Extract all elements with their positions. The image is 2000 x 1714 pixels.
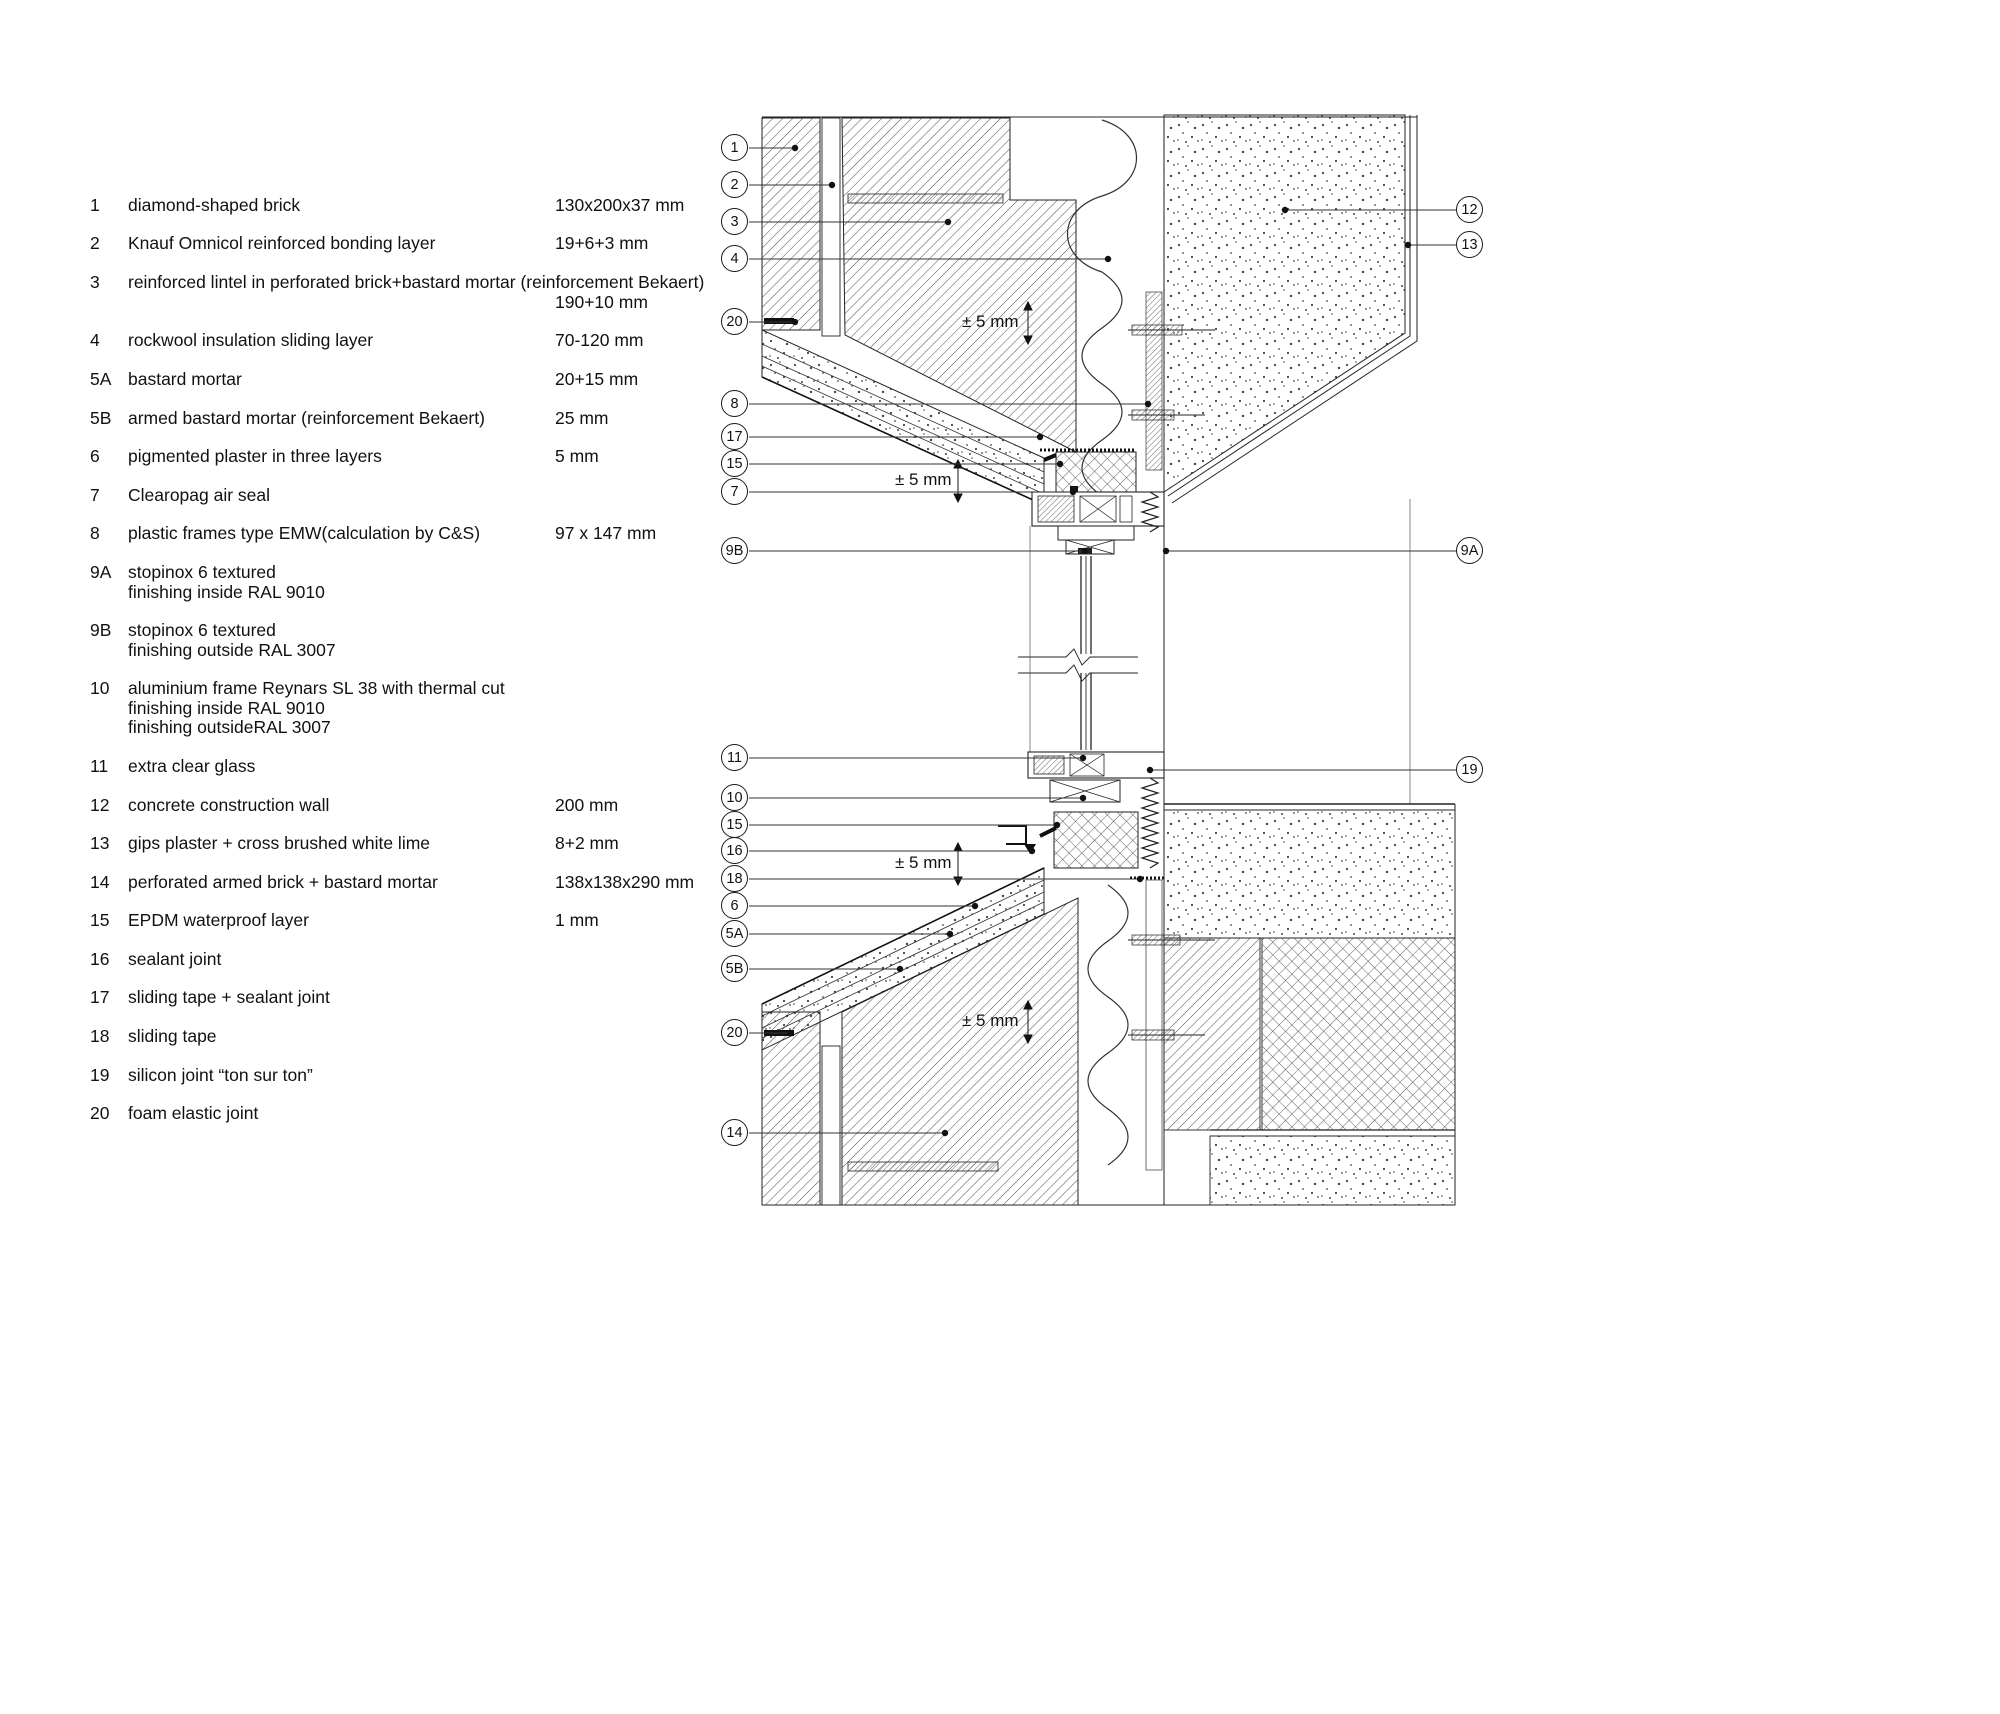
legend-description: EPDM waterproof layer xyxy=(128,910,309,930)
legend-description: reinforced lintel in perforated brick+ba… xyxy=(128,272,705,292)
legend-number: 6 xyxy=(90,446,100,466)
legend-description: perforated armed brick + bastard mortar xyxy=(128,872,438,892)
legend-description: foam elastic joint xyxy=(128,1103,259,1123)
callout-15-bottom: 15 xyxy=(721,811,748,838)
legend-dimension: 19+6+3 mm xyxy=(555,233,649,253)
legend-description: sliding tape xyxy=(128,1026,217,1046)
callout-6: 6 xyxy=(721,892,748,919)
legend-number: 2 xyxy=(90,233,100,253)
callout-17: 17 xyxy=(721,423,748,450)
legend-number: 10 xyxy=(90,678,110,698)
legend-description: concrete construction wall xyxy=(128,795,330,815)
callout-5B: 5B xyxy=(721,955,748,982)
callout-14: 14 xyxy=(721,1119,748,1146)
legend-description: diamond-shaped brick xyxy=(128,195,301,215)
callout-18: 18 xyxy=(721,865,748,892)
legend-description: extra clear glass xyxy=(128,756,256,776)
callout-1: 1 xyxy=(721,134,748,161)
callout-10: 10 xyxy=(721,784,748,811)
legend-description: silicon joint “ton sur ton” xyxy=(128,1065,313,1085)
legend-number: 3 xyxy=(90,272,100,292)
legend-description: plastic frames type EMW(calculation by C… xyxy=(128,523,481,543)
legend-description: gips plaster + cross brushed white lime xyxy=(128,833,431,853)
callout-19: 19 xyxy=(1456,756,1483,783)
legend-dimension: 5 mm xyxy=(555,446,599,466)
callout-13: 13 xyxy=(1456,231,1483,258)
callout-12: 12 xyxy=(1456,196,1483,223)
legend-number: 9A xyxy=(90,562,112,582)
legend-description: Clearopag air seal xyxy=(128,485,271,505)
callout-2: 2 xyxy=(721,171,748,198)
legend-dimension: 190+10 mm xyxy=(555,291,648,312)
legend-description: rockwool insulation sliding layer xyxy=(128,330,374,350)
legend-description: aluminium frame Reynars SL 38 with therm… xyxy=(128,678,505,737)
legend-dimension: 1 mm xyxy=(555,910,599,930)
legend-number: 15 xyxy=(90,910,110,930)
legend-number: 11 xyxy=(90,756,109,776)
callout-3: 3 xyxy=(721,208,748,235)
legend-dimension: 97 x 147 mm xyxy=(555,523,657,543)
legend-number: 19 xyxy=(90,1065,110,1085)
tolerance-label-head-inner: ± 5 mm xyxy=(895,470,952,489)
tolerance-label-sill-inner: ± 5 mm xyxy=(895,853,952,872)
legend-dimension: 70-120 mm xyxy=(555,330,644,350)
callout-20-top: 20 xyxy=(721,308,748,335)
legend-number: 18 xyxy=(90,1026,110,1046)
legend-dimension: 200 mm xyxy=(555,795,619,815)
legend-description: pigmented plaster in three layers xyxy=(128,446,382,466)
legend-dimension: 25 mm xyxy=(555,408,609,428)
legend-number: 9B xyxy=(90,620,112,640)
callout-7: 7 xyxy=(721,478,748,505)
callout-9B: 9B xyxy=(721,537,748,564)
legend-number: 7 xyxy=(90,485,100,505)
legend-number: 12 xyxy=(90,795,110,815)
callout-20-bottom: 20 xyxy=(721,1019,748,1046)
legend-description: armed bastard mortar (reinforcement Beka… xyxy=(128,408,485,428)
legend-number: 17 xyxy=(90,987,110,1007)
legend-dimension: 138x138x290 mm xyxy=(555,872,695,892)
legend-description: sealant joint xyxy=(128,949,222,969)
legend-description: stopinox 6 textured finishing outside RA… xyxy=(128,620,336,660)
legend-number: 4 xyxy=(90,330,100,350)
tolerance-label-sill-outer: ± 5 mm xyxy=(962,1011,1019,1030)
legend-number: 13 xyxy=(90,833,110,853)
callout-5A: 5A xyxy=(721,920,748,947)
legend-description: sliding tape + sealant joint xyxy=(128,987,330,1007)
tolerance-label-head-outer: ± 5 mm xyxy=(962,312,1019,331)
legend-number: 8 xyxy=(90,523,100,543)
legend-dimension: 130x200x37 mm xyxy=(555,195,685,215)
callout-15-top: 15 xyxy=(721,450,748,477)
legend-number: 16 xyxy=(90,949,110,969)
legend-number: 20 xyxy=(90,1103,110,1123)
legend-number: 1 xyxy=(90,195,100,215)
legend-dimension: 20+15 mm xyxy=(555,369,639,389)
callout-11: 11 xyxy=(721,744,748,771)
callout-4: 4 xyxy=(721,245,748,272)
legend-number: 5A xyxy=(90,369,112,389)
callout-8: 8 xyxy=(721,390,748,417)
legend-dimension: 8+2 mm xyxy=(555,833,619,853)
legend-description: Knauf Omnicol reinforced bonding layer xyxy=(128,233,436,253)
callout-16: 16 xyxy=(721,837,748,864)
legend-description: stopinox 6 textured finishing inside RAL… xyxy=(128,562,325,602)
legend-number: 5B xyxy=(90,408,112,428)
legend-description: bastard mortar xyxy=(128,369,242,389)
callout-9A: 9A xyxy=(1456,537,1483,564)
legend-number: 14 xyxy=(90,872,110,892)
